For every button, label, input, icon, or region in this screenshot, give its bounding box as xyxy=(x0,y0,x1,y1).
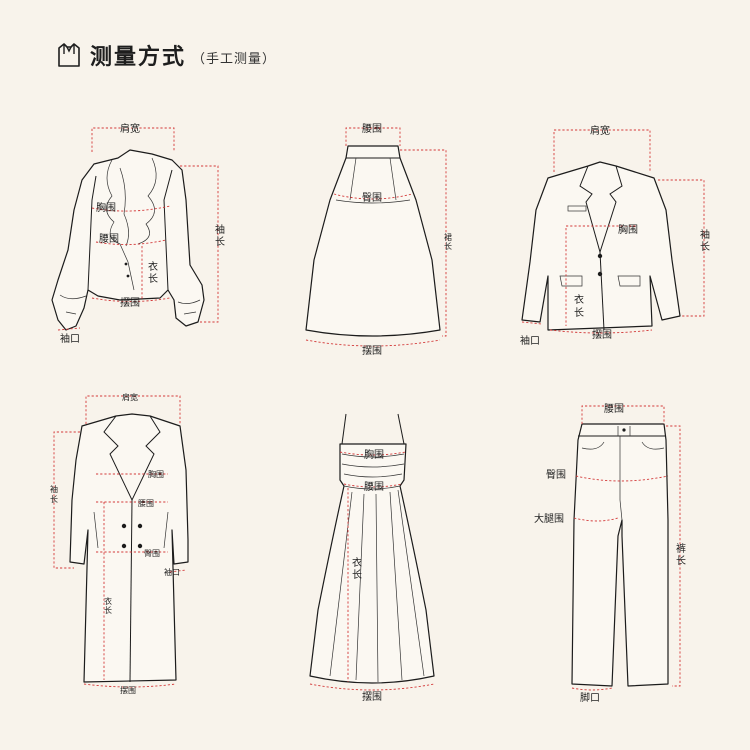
coat-measure-lines xyxy=(53,395,187,688)
blouse-length-label-b: 长 xyxy=(148,273,158,285)
blouse-illustration xyxy=(51,149,205,331)
coat-cuff-label: 袖口 xyxy=(164,567,180,577)
pants-hip-label: 臀围 xyxy=(546,469,566,481)
blouse-sleeve-label-a: 长 xyxy=(215,236,225,248)
blazer-length-label-a: 衣 xyxy=(574,293,584,306)
skirt-measure-lines xyxy=(305,127,447,347)
page-title: 测量方式 xyxy=(90,44,187,69)
blouse-waist-label: 腰围 xyxy=(99,233,119,245)
header: 测量方式 （手工测量） xyxy=(58,40,276,70)
blazer-illustration xyxy=(521,161,681,331)
dress-chest-label: 胸围 xyxy=(364,448,384,461)
coat-sleeve-label-b: 长 xyxy=(50,494,58,504)
blouse-cuff-label: 袖口 xyxy=(60,332,80,345)
skirt-hip-label: 臀围 xyxy=(362,192,382,204)
shirt-icon xyxy=(58,43,80,67)
pants-length-label-b: 长 xyxy=(676,555,686,567)
coat-length-label-a: 衣 xyxy=(104,596,112,606)
pants-measure-lines xyxy=(571,405,681,691)
coat-illustration xyxy=(69,413,189,683)
page-subtitle: （手工测量） xyxy=(192,50,277,66)
skirt-illustration xyxy=(305,145,441,337)
blazer-chest-label: 胸围 xyxy=(618,223,638,236)
blouse-sleeve-label-b: 袖 xyxy=(215,223,225,236)
blazer-hem-label: 摆围 xyxy=(592,328,612,341)
blazer-shoulder-label: 肩宽 xyxy=(590,124,610,137)
blazer-sleeve-label-a: 长 xyxy=(700,241,710,253)
pants-thigh-label: 大腿围 xyxy=(534,512,564,525)
dress-illustration xyxy=(309,413,435,684)
blouse-measure-lines xyxy=(57,127,219,331)
pants-length-label-a: 裤 xyxy=(676,542,686,555)
coat-hem-label: 摆围 xyxy=(120,685,136,695)
dress-length-label-b: 长 xyxy=(352,569,362,581)
dress-length-label-a: 衣 xyxy=(352,556,362,569)
dress-waist-label: 腰围 xyxy=(364,481,384,493)
coat-waist-label: 腰围 xyxy=(138,499,154,508)
dress-measure-lines xyxy=(309,451,435,691)
blouse-shoulder-label: 肩宽 xyxy=(120,122,140,135)
blazer-length-label-b: 长 xyxy=(574,307,584,319)
skirt-waist-label: 腰围 xyxy=(362,123,382,135)
coat-hip-label: 臀围 xyxy=(144,549,160,558)
blouse-hem-label: 摆围 xyxy=(120,296,140,309)
blouse-length-label-a: 衣 xyxy=(148,260,158,273)
coat-chest-label: 胸围 xyxy=(148,469,164,479)
coat-length-label-b: 长 xyxy=(104,605,112,615)
blouse-chest-label: 胸围 xyxy=(96,201,116,214)
coat-sleeve-label-a: 袖 xyxy=(50,484,58,494)
pants-leg-opening-label: 脚口 xyxy=(580,691,600,704)
blazer-cuff-label: 袖口 xyxy=(520,334,540,347)
blazer-measure-lines xyxy=(521,129,705,334)
blazer-sleeve-label-b: 袖 xyxy=(700,228,710,241)
pants-illustration xyxy=(571,423,669,687)
coat-shoulder-label: 肩宽 xyxy=(122,392,138,402)
skirt-length-label-b: 裙 xyxy=(444,232,452,242)
dress-hem-label: 摆围 xyxy=(362,690,382,703)
skirt-length-label-a: 长 xyxy=(444,241,452,251)
pants-waist-label: 腰围 xyxy=(604,403,624,415)
skirt-hem-label: 摆围 xyxy=(362,344,382,357)
